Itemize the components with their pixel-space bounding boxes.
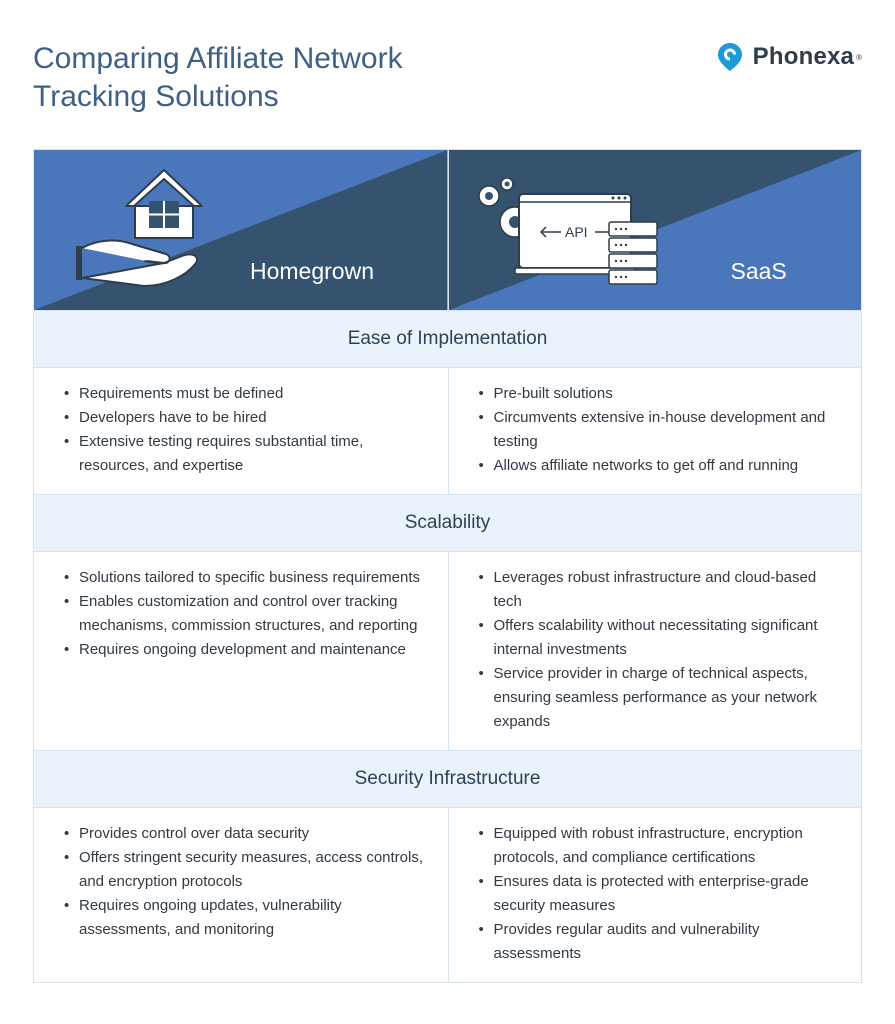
saas-column: Pre-built solutions Circumvents extensiv… — [447, 368, 862, 494]
brand-name: Phonexa — [752, 43, 855, 70]
api-label: API — [565, 224, 588, 240]
house-in-hand-icon — [76, 169, 203, 287]
saas-label: SaaS — [730, 258, 787, 284]
brand-logo: Phonexa ® — [717, 42, 862, 72]
list-item: Requires ongoing updates, vulnerability … — [64, 894, 428, 942]
header-homegrown: Homegrown — [34, 150, 448, 310]
list-item: Enables customization and control over t… — [64, 590, 428, 638]
homegrown-column: Solutions tailored to specific business … — [34, 552, 448, 750]
list-item: Allows affiliate networks to get off and… — [479, 454, 842, 478]
list-item: Extensive testing requires substantial t… — [64, 430, 428, 478]
list-item: Provides control over data security — [64, 822, 428, 846]
section-row-ease-of-implementation: Requirements must be defined Developers … — [34, 368, 861, 494]
saas-column: Equipped with robust infrastructure, enc… — [447, 808, 862, 982]
saas-list: Pre-built solutions Circumvents extensiv… — [479, 382, 842, 478]
api-server-icon: API — [477, 178, 658, 285]
header-saas: API SaaS — [447, 150, 861, 310]
homegrown-label: Homegrown — [250, 258, 374, 284]
saas-column: Leverages robust infrastructure and clou… — [447, 552, 862, 750]
homegrown-column: Requirements must be defined Developers … — [34, 368, 448, 494]
list-item: Offers scalability without necessitating… — [479, 614, 842, 662]
page-title-line-1: Comparing Affiliate Network — [33, 42, 403, 75]
section-title-ease-of-implementation: Ease of Implementation — [34, 310, 861, 368]
homegrown-column: Provides control over data security Offe… — [34, 808, 448, 982]
homegrown-list: Solutions tailored to specific business … — [64, 566, 428, 662]
list-item: Circumvents extensive in-house developme… — [479, 406, 842, 454]
section-title-scalability: Scalability — [34, 494, 861, 552]
page-title-line-2: Tracking Solutions — [33, 80, 279, 113]
homegrown-list: Provides control over data security Offe… — [64, 822, 428, 942]
list-item: Requirements must be defined — [64, 382, 428, 406]
header-homegrown-background — [34, 150, 448, 310]
section-row-scalability: Solutions tailored to specific business … — [34, 552, 861, 750]
list-item: Developers have to be hired — [64, 406, 428, 430]
registered-mark: ® — [856, 52, 862, 62]
list-item: Ensures data is protected with enterpris… — [479, 870, 842, 918]
list-item: Equipped with robust infrastructure, enc… — [479, 822, 842, 870]
list-item: Solutions tailored to specific business … — [64, 566, 428, 590]
list-item: Service provider in charge of technical … — [479, 662, 842, 734]
saas-list: Leverages robust infrastructure and clou… — [479, 566, 842, 734]
comparison-table: Homegrown — [33, 149, 862, 983]
homegrown-list: Requirements must be defined Developers … — [64, 382, 428, 478]
section-row-security-infrastructure: Provides control over data security Offe… — [34, 808, 861, 982]
section-title-security-infrastructure: Security Infrastructure — [34, 750, 861, 808]
list-item: Pre-built solutions — [479, 382, 842, 406]
page-title: Comparing Affiliate Network Tracking Sol… — [33, 40, 533, 116]
list-item: Requires ongoing development and mainten… — [64, 638, 428, 662]
list-item: Offers stringent security measures, acce… — [64, 846, 428, 894]
list-item: Provides regular audits and vulnerabilit… — [479, 918, 842, 966]
list-item: Leverages robust infrastructure and clou… — [479, 566, 842, 614]
table-header: Homegrown — [34, 150, 861, 310]
saas-list: Equipped with robust infrastructure, enc… — [479, 822, 842, 966]
location-pin-icon — [717, 43, 742, 71]
